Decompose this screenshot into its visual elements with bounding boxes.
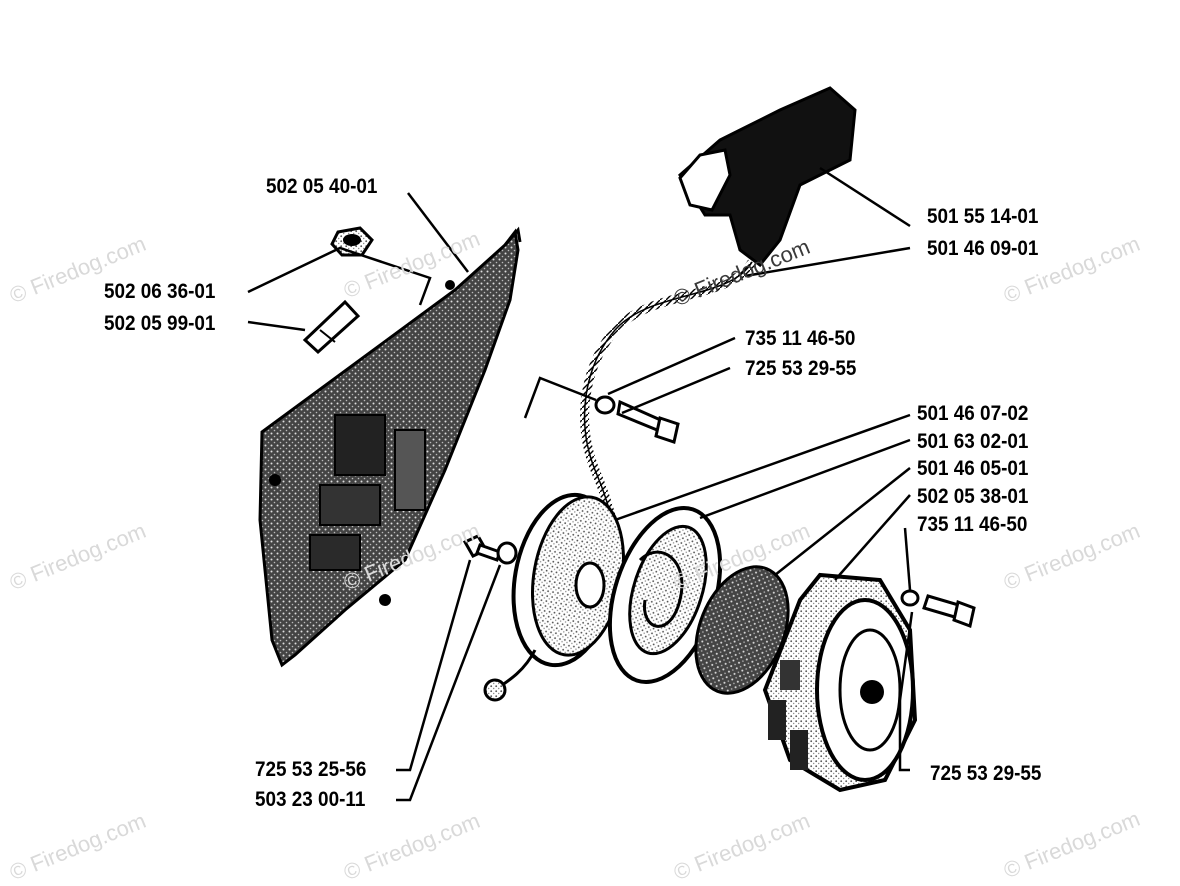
starter-guard-part bbox=[258, 226, 522, 668]
label-nut: 502 06 36-01 bbox=[104, 280, 216, 303]
leader-lines bbox=[247, 166, 914, 802]
label-screw-hub: 725 53 25-56 bbox=[255, 758, 367, 781]
label-hub: 503 23 00-11 bbox=[255, 788, 366, 811]
pulley-part bbox=[483, 492, 626, 702]
label-washer: 735 11 46-50 bbox=[745, 327, 856, 350]
starter-handle-part bbox=[678, 86, 857, 268]
label-screw: 725 53 29-55 bbox=[745, 357, 857, 380]
label-pin: 502 05 99-01 bbox=[104, 312, 216, 335]
label-handle: 501 55 14-01 bbox=[927, 205, 1039, 228]
label-guard: 502 05 40-01 bbox=[266, 175, 378, 198]
right-screw-part bbox=[900, 589, 976, 629]
label-screw-right: 725 53 29-55 bbox=[930, 762, 1042, 785]
spring-plate-part bbox=[607, 506, 723, 684]
fan-housing-part bbox=[762, 572, 918, 793]
upper-screw-part bbox=[594, 395, 680, 444]
label-cover: 501 46 05-01 bbox=[917, 457, 1029, 480]
label-screen: 502 05 38-01 bbox=[917, 485, 1029, 508]
hub-screw-part bbox=[462, 534, 518, 565]
label-cord: 501 46 09-01 bbox=[927, 237, 1039, 260]
pin-part bbox=[302, 299, 361, 355]
label-pulley: 501 46 07-02 bbox=[917, 402, 1029, 425]
label-washer-right: 735 11 46-50 bbox=[917, 513, 1028, 536]
label-spring: 501 63 02-01 bbox=[917, 430, 1029, 453]
